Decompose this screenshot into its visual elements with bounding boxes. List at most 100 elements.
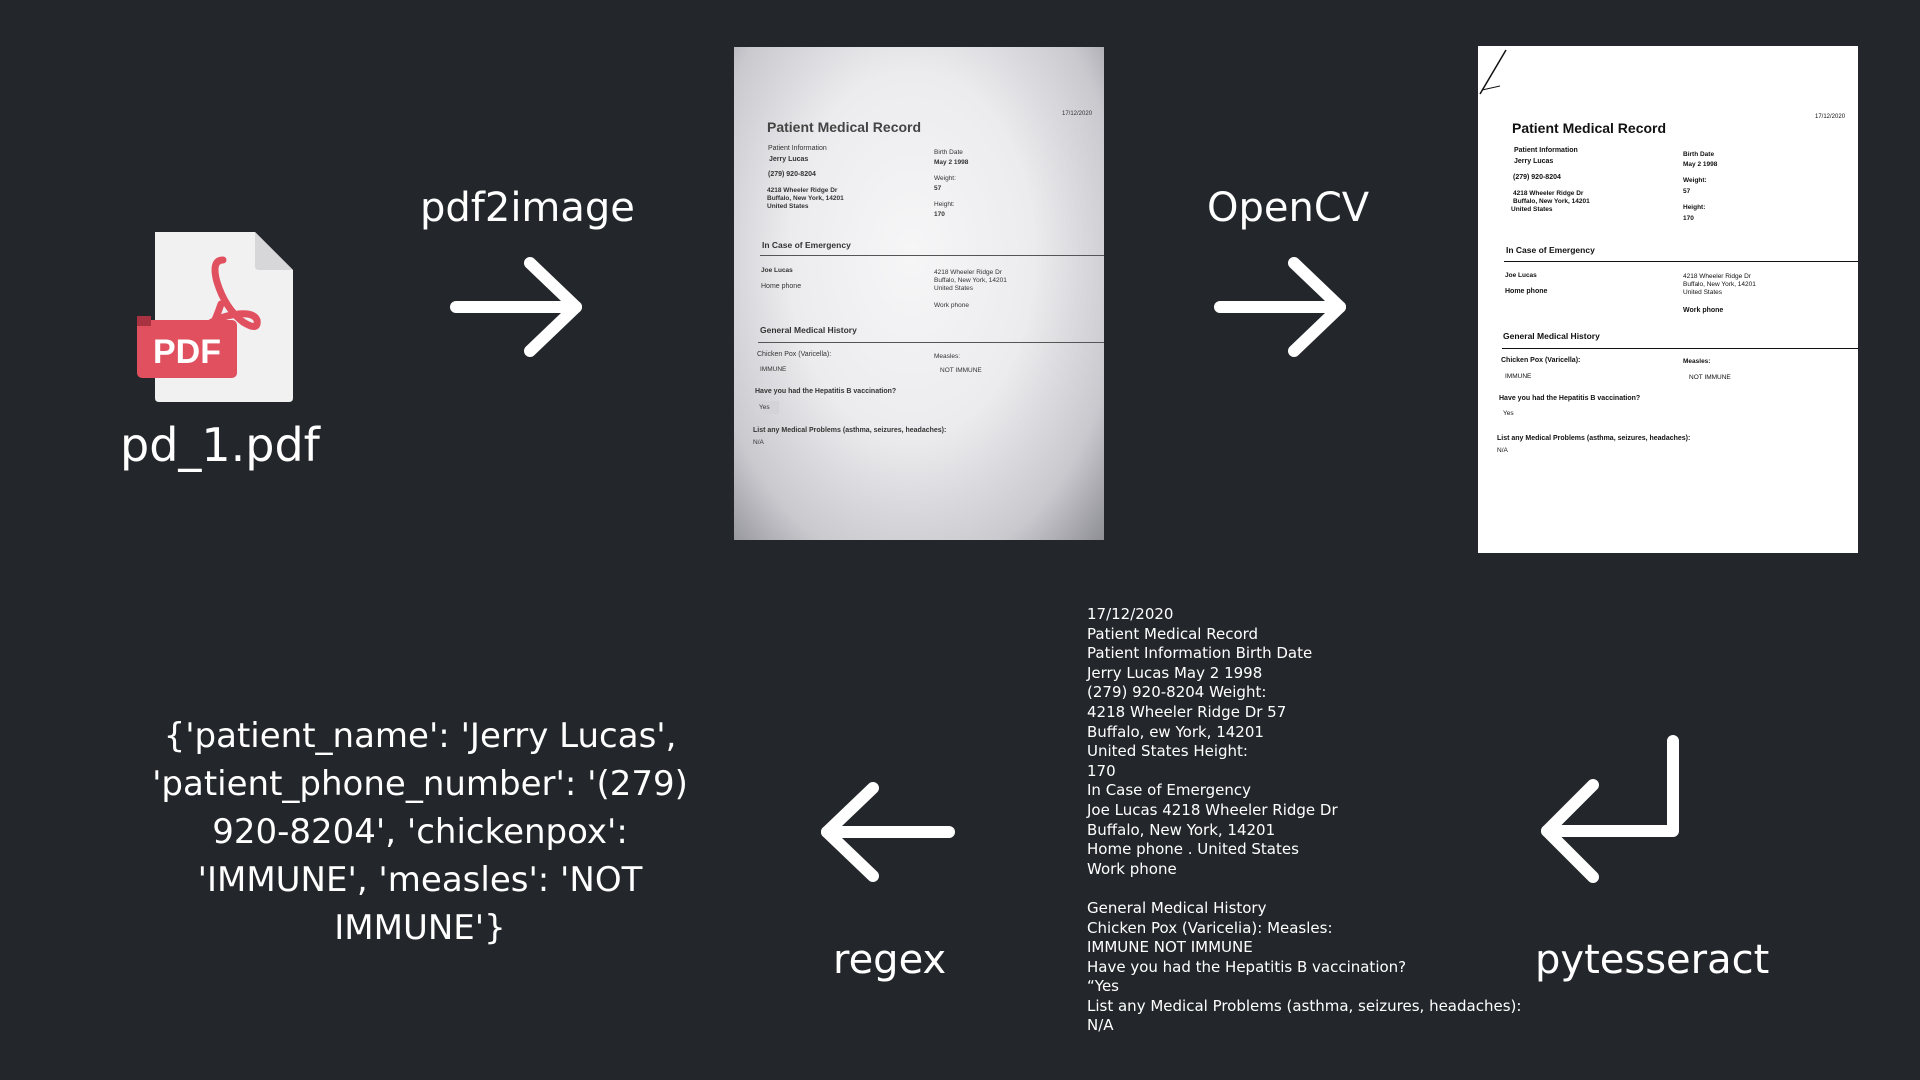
- doc-patient-phone: (279) 920-8204: [768, 171, 816, 178]
- doc-address-3: United States: [767, 203, 809, 210]
- doc-home-phone: Home phone: [761, 283, 802, 290]
- doc-em-address-1: 4218 Wheeler Ridge Dr: [934, 269, 1002, 276]
- step-label-opencv: OpenCV: [1207, 185, 1370, 231]
- doc-emergency-heading: In Case of Emergency: [1506, 245, 1595, 255]
- doc-patient-name: Jerry Lucas: [1514, 158, 1554, 165]
- doc-history-heading: General Medical History: [1503, 331, 1600, 341]
- ocr-line: List any Medical Problems (asthma, seizu…: [1087, 996, 1522, 1015]
- regex-output-dict: {'patient_name': 'Jerry Lucas', 'patient…: [152, 716, 688, 948]
- step-label-pytesseract: pytesseract: [1535, 937, 1770, 983]
- ocr-line: N/A: [1087, 1016, 1114, 1035]
- doc-measles-label: Measles:: [934, 353, 961, 360]
- doc-title: Patient Medical Record: [1512, 120, 1667, 136]
- doc-chickenpox-value: IMMUNE: [1505, 373, 1532, 380]
- doc-address-3: United States: [1511, 206, 1553, 213]
- ocr-line: (279) 920-8204 Weight:: [1087, 683, 1267, 702]
- ocr-line: Joe Lucas 4218 Wheeler Ridge Dr: [1087, 800, 1338, 819]
- doc-measles-label: Measles:: [1683, 358, 1711, 365]
- doc-title: Patient Medical Record: [767, 119, 922, 135]
- doc-birth-label: Birth Date: [934, 149, 963, 156]
- ocr-line: Patient Medical Record: [1087, 624, 1259, 643]
- doc-work-phone: Work phone: [1683, 307, 1724, 314]
- doc-height-value: 170: [934, 211, 945, 218]
- doc-emergency-name: Joe Lucas: [761, 267, 793, 274]
- doc-height-label: Height:: [934, 201, 955, 208]
- doc-hepb-answer: Yes: [1503, 410, 1514, 417]
- return-arrow-icon: [1535, 733, 1685, 885]
- doc-chickenpox-value: IMMUNE: [760, 366, 787, 373]
- ocr-line: Home phone . United States: [1087, 840, 1299, 859]
- doc-address-2: Buffalo, New York, 14201: [1513, 198, 1590, 205]
- doc-em-address-1: 4218 Wheeler Ridge Dr: [1683, 273, 1751, 280]
- ocr-line: Buffalo, ew York, 14201: [1087, 722, 1264, 741]
- ocr-line: Jerry Lucas May 2 1998: [1087, 663, 1263, 682]
- scanned-document-image: 17/12/2020 Patient Medical Record Patien…: [734, 47, 1104, 540]
- doc-divider: [760, 255, 1104, 256]
- doc-patient-phone: (279) 920-8204: [1513, 174, 1561, 181]
- scan-artifact: [1479, 49, 1507, 95]
- doc-patient-name: Jerry Lucas: [769, 156, 809, 163]
- ocr-line: In Case of Emergency: [1087, 781, 1252, 800]
- doc-weight-value: 57: [934, 185, 942, 192]
- doc-height-value: 170: [1683, 215, 1694, 222]
- doc-weight-label: Weight:: [934, 175, 956, 182]
- doc-problems-question: List any Medical Problems (asthma, seizu…: [753, 427, 947, 434]
- arrow-right-icon: [448, 255, 588, 359]
- doc-birth-value: May 2 1998: [1683, 161, 1718, 168]
- doc-address-2: Buffalo, New York, 14201: [767, 195, 844, 202]
- doc-birth-value: May 2 1998: [934, 159, 969, 166]
- ocr-line: Have you had the Hepatitis B vaccination…: [1087, 957, 1407, 976]
- doc-address-1: 4218 Wheeler Ridge Dr: [1513, 190, 1584, 197]
- doc-emergency-name: Joe Lucas: [1505, 272, 1537, 279]
- ocr-line: General Medical History: [1087, 898, 1267, 917]
- doc-hepb-question: Have you had the Hepatitis B vaccination…: [1499, 395, 1641, 402]
- ocr-line: Buffalo, New York, 14201: [1087, 820, 1276, 839]
- ocr-line: IMMUNE NOT IMMUNE: [1087, 938, 1253, 957]
- doc-em-address-3: United States: [934, 285, 974, 292]
- doc-hepb-question: Have you had the Hepatitis B vaccination…: [755, 388, 897, 395]
- doc-home-phone: Home phone: [1505, 288, 1548, 295]
- doc-chickenpox-label: Chicken Pox (Varicella):: [1501, 357, 1581, 364]
- ocr-line: 4218 Wheeler Ridge Dr 57: [1087, 702, 1287, 721]
- doc-divider: [1504, 261, 1858, 262]
- doc-em-address-2: Buffalo, New York, 14201: [934, 277, 1007, 284]
- doc-hepb-answer: Yes: [755, 401, 779, 414]
- ocr-line: 170: [1087, 761, 1116, 780]
- ocr-line: Work phone: [1087, 859, 1177, 878]
- ocr-output-text: 17/12/2020 Patient Medical Record Patien…: [1087, 605, 1522, 1036]
- doc-emergency-heading: In Case of Emergency: [762, 240, 851, 250]
- processed-document-image: 17/12/2020 Patient Medical Record Patien…: [1478, 46, 1858, 553]
- doc-date: 17/12/2020: [1062, 111, 1093, 117]
- ocr-line: 17/12/2020: [1087, 605, 1174, 623]
- doc-measles-value: NOT IMMUNE: [940, 367, 982, 374]
- ocr-line: [1087, 879, 1507, 899]
- doc-problems-answer: N/A: [753, 439, 764, 446]
- doc-patient-info-label: Patient Information: [768, 145, 827, 152]
- doc-measles-value: NOT IMMUNE: [1689, 374, 1731, 381]
- step-label-regex: regex: [833, 937, 947, 983]
- ocr-line: Patient Information Birth Date: [1087, 644, 1313, 663]
- doc-patient-info-label: Patient Information: [1514, 147, 1578, 154]
- doc-em-address-2: Buffalo, New York, 14201: [1683, 281, 1756, 288]
- ocr-line: United States Height:: [1087, 742, 1248, 761]
- pdf-badge: PDF: [153, 333, 221, 371]
- doc-weight-label: Weight:: [1683, 177, 1707, 184]
- input-filename: pd_1.pdf: [120, 418, 320, 472]
- doc-date: 17/12/2020: [1815, 114, 1846, 120]
- arrow-left-icon: [815, 780, 957, 884]
- doc-divider: [1502, 348, 1858, 349]
- ocr-line: “Yes: [1087, 977, 1119, 996]
- doc-em-address-3: United States: [1683, 289, 1723, 296]
- ocr-line: Chicken Pox (Varicelia): Measles:: [1087, 918, 1333, 937]
- doc-problems-answer: N/A: [1497, 447, 1508, 454]
- pdf-file-icon: PDF: [135, 230, 295, 405]
- doc-weight-value: 57: [1683, 188, 1691, 195]
- doc-divider: [758, 342, 1104, 343]
- step-label-pdf2image: pdf2image: [420, 185, 635, 231]
- doc-work-phone: Work phone: [934, 302, 969, 309]
- doc-address-1: 4218 Wheeler Ridge Dr: [767, 187, 838, 194]
- doc-birth-label: Birth Date: [1683, 151, 1715, 158]
- doc-history-heading: General Medical History: [760, 325, 857, 335]
- doc-height-label: Height:: [1683, 204, 1706, 211]
- arrow-right-icon: [1212, 255, 1352, 359]
